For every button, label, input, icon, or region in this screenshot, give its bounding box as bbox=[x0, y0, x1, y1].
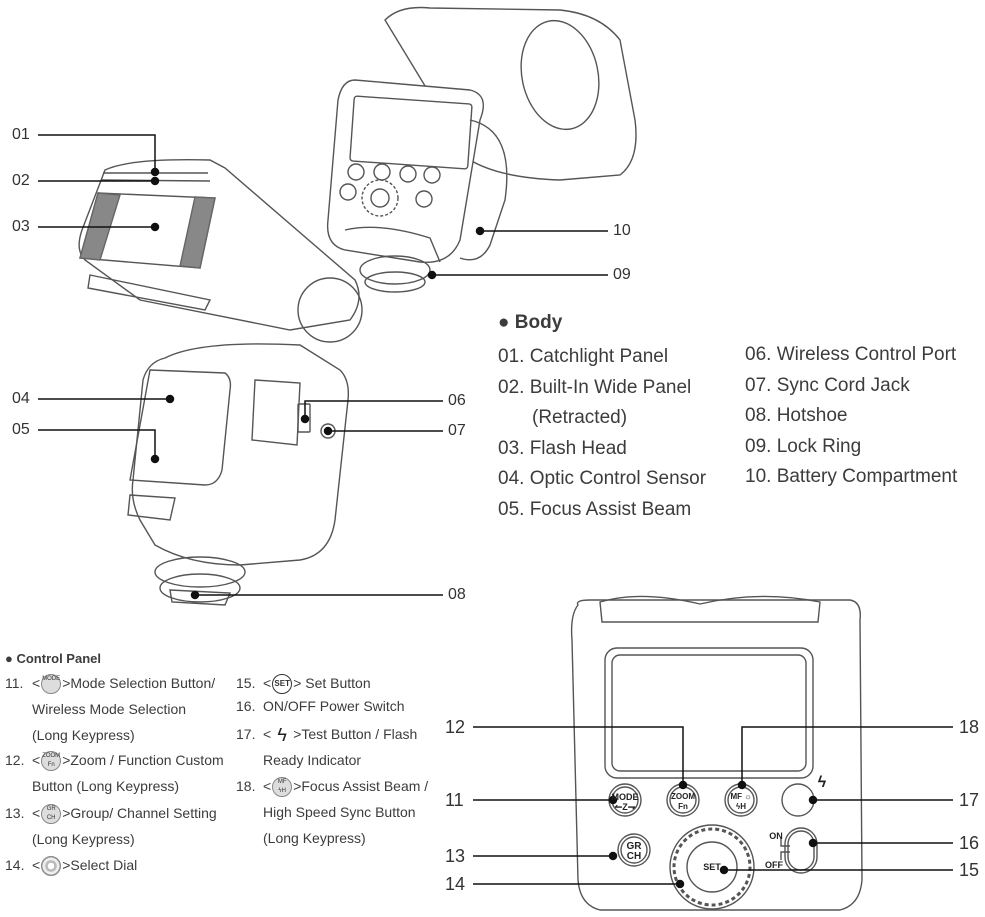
callout-18: 18 bbox=[959, 717, 980, 737]
flash-body-front-drawing bbox=[127, 343, 350, 606]
callout-01: 01 bbox=[12, 126, 30, 143]
legend-item: 04. Optic Control Sensor bbox=[498, 468, 707, 489]
callout-13: 13 bbox=[445, 846, 466, 866]
callout-08: 08 bbox=[448, 586, 466, 603]
callout-12: 12 bbox=[445, 717, 466, 737]
control-panel-legend-heading: ● Control Panel bbox=[5, 651, 101, 666]
callout-10: 10 bbox=[613, 222, 631, 239]
legend-item-14: 14.<>Select Dial bbox=[5, 852, 137, 878]
callout-11: 11 bbox=[445, 790, 464, 810]
select-dial[interactable] bbox=[667, 828, 757, 906]
body-legend-right-column: 06. Wireless Control Port 07. Sync Cord … bbox=[745, 340, 957, 493]
callout-14: 14 bbox=[445, 874, 466, 894]
callout-03: 03 bbox=[12, 218, 30, 235]
legend-item-continued: (Retracted) bbox=[532, 407, 628, 428]
callout-15: 15 bbox=[959, 860, 980, 880]
flash-head-front-drawing bbox=[78, 159, 363, 343]
test-button[interactable] bbox=[784, 790, 812, 814]
mode-label: MODE bbox=[611, 792, 639, 802]
power-switch[interactable] bbox=[785, 828, 817, 873]
legend-item: 08. Hotshoe bbox=[745, 405, 848, 426]
fn-label: Fn bbox=[678, 802, 688, 811]
callout-02: 02 bbox=[12, 172, 30, 189]
control-panel-drawing bbox=[570, 595, 863, 911]
off-label: OFF bbox=[765, 860, 783, 870]
body-legend-left-column: 01. Catchlight Panel 02. Built-In Wide P… bbox=[498, 342, 706, 525]
zoom-label: ZOOM bbox=[671, 792, 695, 801]
on-label: ON bbox=[769, 831, 783, 841]
legend-item-17: 17.<ϟ>Test Button / Flash Ready Indicato… bbox=[236, 725, 418, 768]
mode-button-icon: MODE bbox=[41, 674, 62, 695]
legend-item: 05. Focus Assist Beam bbox=[498, 498, 692, 520]
flash-bolt-icon: ϟ bbox=[817, 774, 827, 791]
ch-label: CH bbox=[626, 851, 642, 862]
set-button[interactable]: SET bbox=[703, 862, 721, 872]
callout-05: 05 bbox=[12, 421, 30, 438]
flash-bolt-icon: ϟ bbox=[277, 725, 287, 746]
set-button-icon: SET bbox=[272, 674, 293, 695]
legend-item-15: 15.<SET> Set Button bbox=[236, 670, 371, 696]
gr-label: GR bbox=[626, 841, 642, 852]
leader-lines bbox=[38, 134, 953, 889]
select-dial-icon bbox=[41, 856, 62, 877]
mode-sub-label: ↼Z⇁ bbox=[614, 802, 636, 812]
callout-17: 17 bbox=[959, 790, 980, 810]
legend-item: 06. Wireless Control Port bbox=[745, 344, 957, 365]
hsync-label: ϟH bbox=[735, 802, 746, 811]
callout-04: 04 bbox=[12, 390, 30, 407]
flash-rear-view-drawing bbox=[326, 6, 637, 293]
legend-item: 07. Sync Cord Jack bbox=[745, 374, 910, 396]
legend-item: 09. Lock Ring bbox=[745, 435, 862, 457]
legend-item: 01. Catchlight Panel bbox=[498, 346, 669, 367]
callout-06: 06 bbox=[448, 392, 466, 409]
body-legend-heading: ● Body bbox=[498, 312, 563, 333]
legend-item-16: 16.ON/OFF Power Switch bbox=[236, 698, 405, 714]
mf-hsync-button[interactable]: MF ☼ϟH bbox=[726, 792, 756, 812]
legend-item: 02. Built-In Wide Panel bbox=[498, 376, 692, 398]
mode-button[interactable]: MODE↼Z⇁ bbox=[610, 792, 640, 812]
mf-label: MF ☼ bbox=[730, 792, 752, 801]
legend-item-11: 11.<MODE>Mode Selection Button/ Wireless… bbox=[5, 674, 216, 743]
callout-07: 07 bbox=[448, 422, 466, 439]
callout-09: 09 bbox=[613, 266, 631, 283]
legend-item: 10. Battery Compartment bbox=[745, 466, 958, 487]
body-legend: ● Body 01. Catchlight Panel 02. Built-In… bbox=[498, 312, 957, 520]
callout-16: 16 bbox=[959, 833, 980, 853]
legend-item: 03. Flash Head bbox=[498, 437, 627, 459]
